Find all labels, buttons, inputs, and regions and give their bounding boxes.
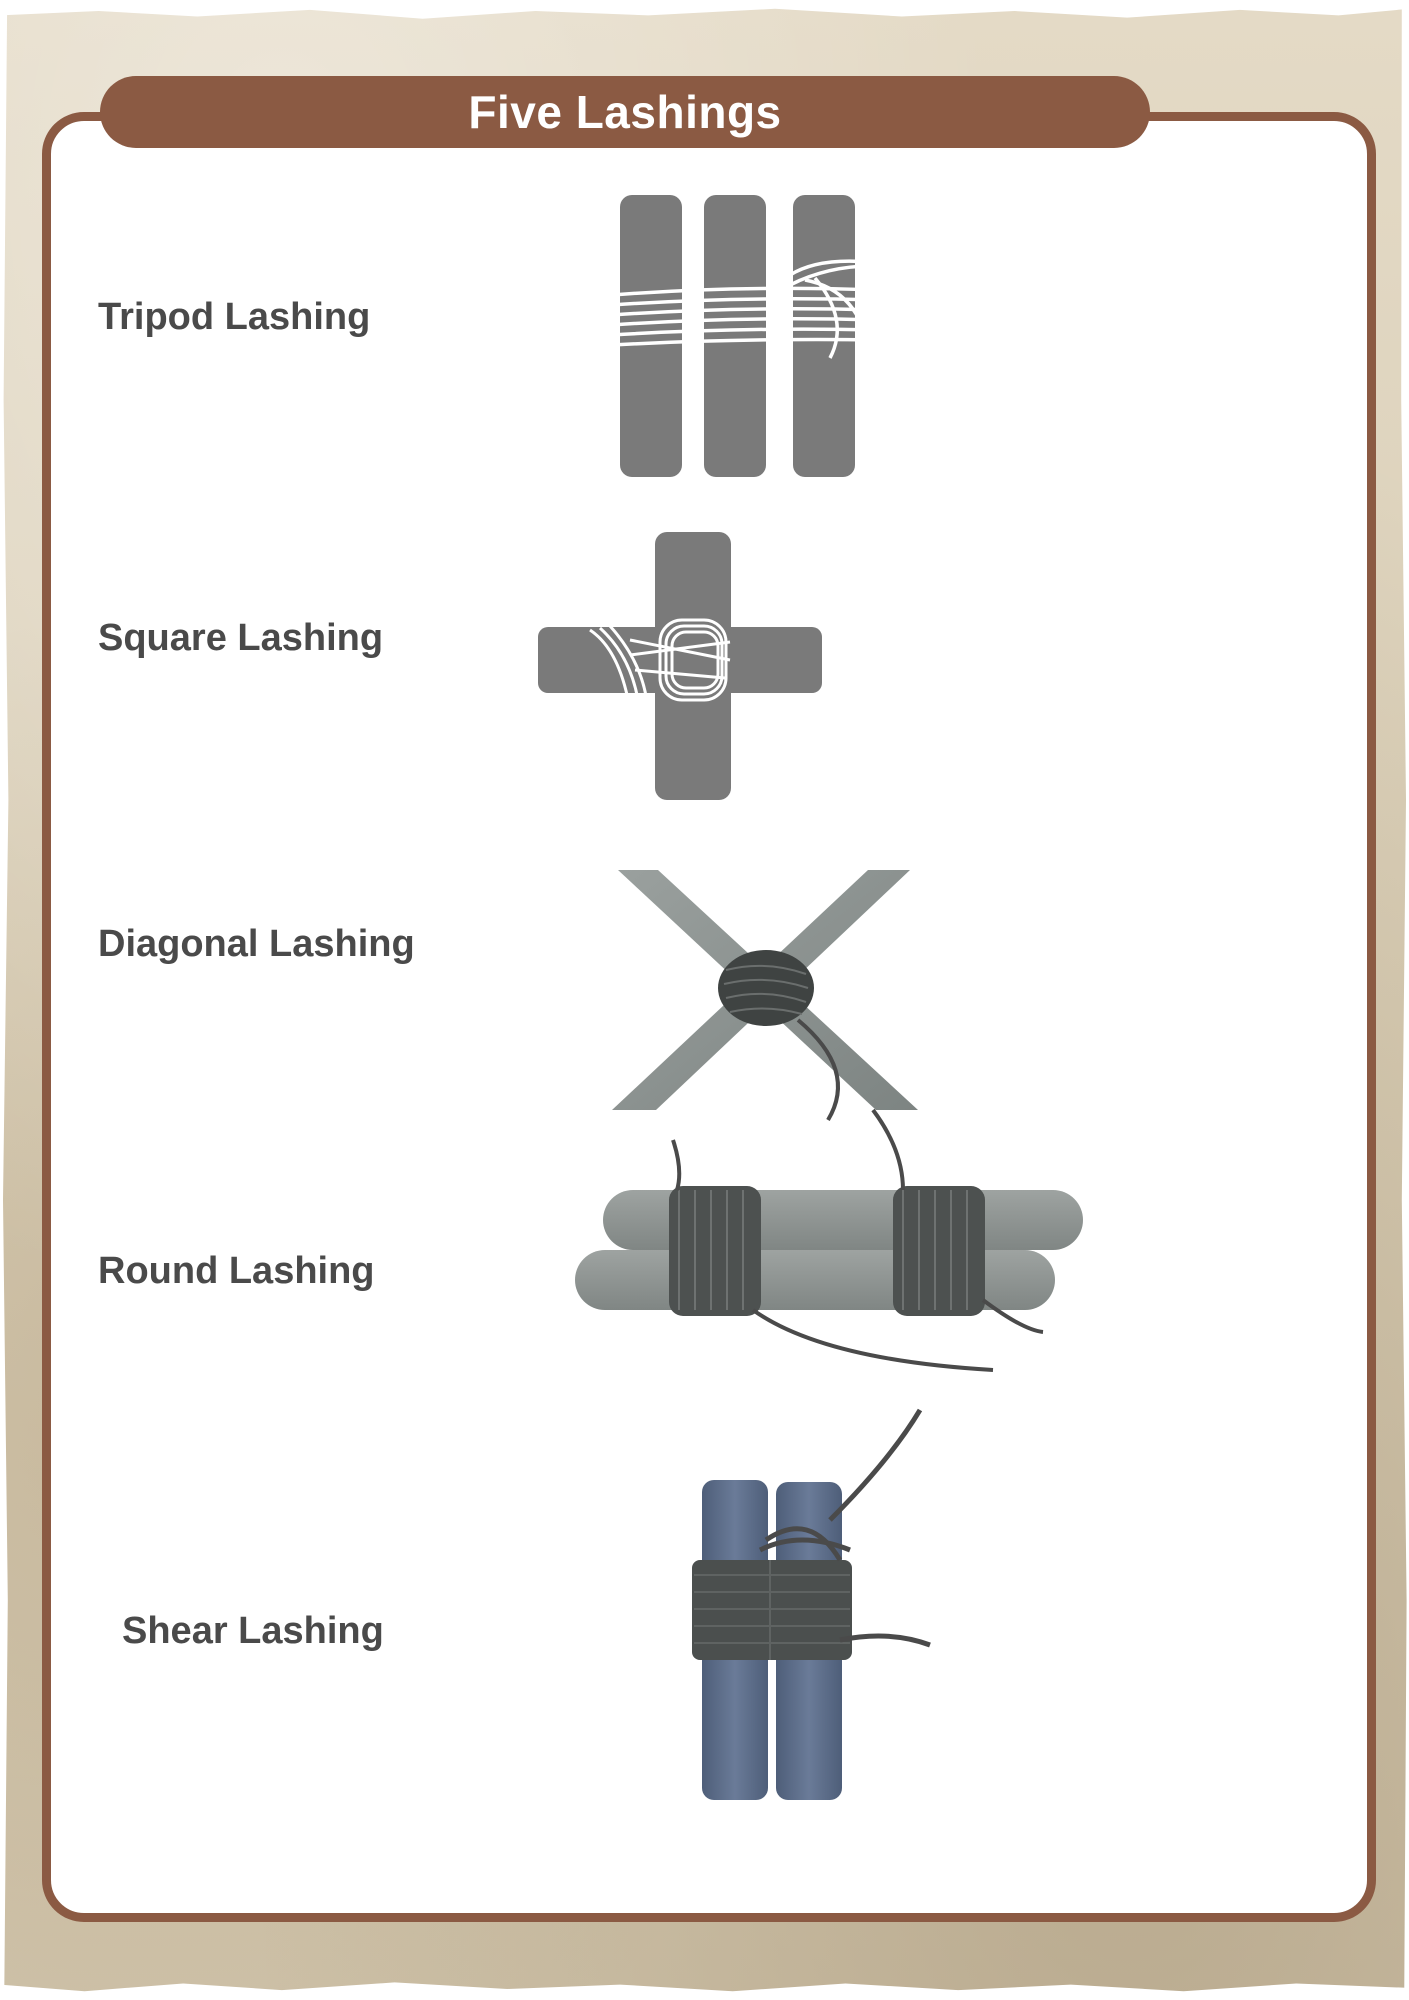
tripod-lashing-illustration bbox=[611, 195, 919, 477]
round-lashing-label: Round Lashing bbox=[98, 1250, 375, 1292]
torn-edge-right bbox=[1401, 0, 1409, 2000]
torn-edge-left bbox=[0, 0, 9, 2000]
page-title: Five Lashings bbox=[468, 86, 782, 138]
title-banner: Five Lashings bbox=[100, 76, 1150, 148]
diagonal-lashing-illustration bbox=[612, 870, 918, 1122]
shear-lashing-illustration bbox=[692, 1408, 931, 1800]
round-lashing-illustration bbox=[575, 1108, 1083, 1372]
shear-lashing-label: Shear Lashing bbox=[122, 1610, 384, 1652]
tripod-lashing-label: Tripod Lashing bbox=[98, 296, 371, 338]
torn-edge-bottom bbox=[0, 1982, 1409, 2000]
square-lashing-illustration bbox=[531, 532, 822, 800]
square-lashing-label: Square Lashing bbox=[98, 617, 384, 659]
diagonal-lashing-label: Diagonal Lashing bbox=[98, 923, 415, 965]
